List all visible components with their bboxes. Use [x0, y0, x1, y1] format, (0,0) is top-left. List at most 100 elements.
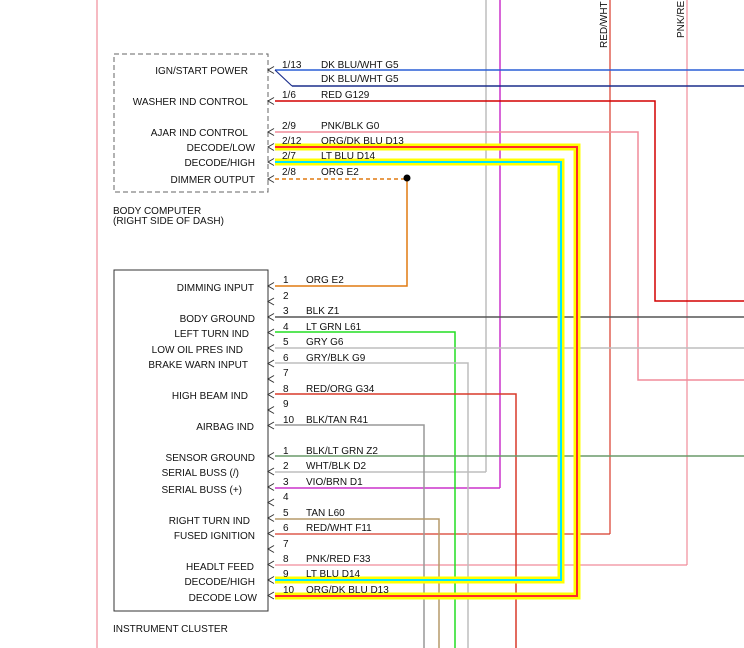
ic-wire-wht-blk-d2: WHT/BLK D2: [306, 461, 366, 472]
ic-wire-red-wht-f11: RED/WHT F11: [306, 523, 372, 534]
connector-pin-symbol: [267, 529, 275, 538]
connector-pin-symbol: [267, 498, 275, 507]
connector-pin-symbol: [267, 175, 275, 183]
ic-pin-1: 1: [283, 275, 289, 286]
ic-label-body-ground: BODY GROUND: [180, 314, 255, 325]
ic-wire-gry-blk-g9: GRY/BLK G9: [306, 353, 366, 364]
connector-pin-symbol: [267, 591, 275, 600]
bc-label-dimmer-output: DIMMER OUTPUT: [171, 175, 255, 186]
ic-pin-6: 6: [283, 353, 289, 364]
connector-pin-symbol: [267, 143, 275, 151]
connector-pin-symbol: [267, 66, 275, 74]
ic-wire-red-org-g34: RED/ORG G34: [306, 384, 375, 395]
ic-label-fused-ignition: FUSED IGNITION: [174, 531, 255, 542]
ic-label-right-turn-ind: RIGHT TURN IND: [169, 516, 250, 527]
instrument-cluster-box: [113, 269, 269, 612]
wire-lt-grn-l61: [275, 331, 456, 648]
connector-pin-symbol: [267, 328, 275, 337]
ic-label-serial-buss-plus: SERIAL BUSS (+): [162, 485, 243, 496]
ic-wire-blk-lt-grn-z2: BLK/LT GRN Z2: [306, 446, 378, 457]
ic-wire-lt-blu-d14: LT BLU D14: [306, 569, 361, 580]
bc-wire-dk-blu-wht-g5-2: DK BLU/WHT G5: [321, 74, 399, 85]
connector-pin-symbol: [267, 514, 275, 522]
ic-wire-blk-tan-r41: BLK/TAN R41: [306, 415, 368, 426]
connector-pin-symbol: [267, 128, 275, 136]
wire-org-e2: [275, 179, 408, 287]
bc-pin-1-6: 1/6: [282, 90, 296, 101]
ic-label-decode-high: DECODE/HIGH: [184, 577, 255, 588]
ic-pin-7: 7: [283, 368, 289, 379]
ic-label-left-turn-ind: LEFT TURN IND: [174, 329, 249, 340]
wire-red-org-g34: [275, 393, 517, 648]
bc-pin-2-9: 2/9: [282, 121, 296, 132]
ic-pin-b5: 5: [283, 508, 289, 519]
bc-label-washer-ind-control: WASHER IND CONTROL: [133, 97, 249, 108]
connector-pin-symbol: [267, 421, 275, 430]
connector-pin-symbol: [267, 390, 275, 399]
body-computer-connectors: [267, 66, 275, 183]
highlighted-data-bus: [275, 143, 581, 600]
ic-wire-gry-g6: GRY G6: [306, 337, 344, 348]
ic-label-brake-warn-input: BRAKE WARN INPUT: [148, 360, 248, 371]
connector-pin-symbol: [267, 576, 275, 584]
ic-pin-5: 5: [283, 337, 289, 348]
connector-pin-symbol: [267, 359, 275, 368]
splice-dot: [403, 174, 411, 182]
ic-pin-4: 4: [283, 322, 289, 333]
connector-pin-symbol: [267, 313, 275, 321]
ic-wire-pnk-red-f33: PNK/RED F33: [306, 554, 371, 565]
connector-pin-symbol: [267, 97, 275, 105]
wire-blk-tan-r41: [275, 424, 425, 648]
bc-pin-1-13: 1/13: [282, 60, 302, 71]
instrument-cluster-caption: INSTRUMENT CLUSTER: [113, 624, 228, 635]
ic-label-serial-buss-minus: SERIAL BUSS (/): [162, 468, 239, 479]
ic-pin-10: 10: [283, 415, 295, 426]
bc-label-decode-low: DECODE/LOW: [187, 143, 256, 154]
ic-label-high-beam-ind: HIGH BEAM IND: [172, 391, 248, 402]
ic-label-headlt-feed: HEADLT FEED: [186, 562, 254, 573]
connector-pin-symbol: [267, 344, 275, 352]
bc-label-ajar-ind-control: AJAR IND CONTROL: [151, 128, 249, 139]
bc-wire-lt-blu-d14: LT BLU D14: [321, 151, 376, 162]
body-computer-caption: BODY COMPUTER: [113, 206, 201, 217]
bc-wire-red-g129: RED G129: [321, 90, 370, 101]
bc-label-decode-high: DECODE/HIGH: [184, 158, 255, 169]
bc-pin-2-8: 2/8: [282, 167, 296, 178]
ic-pin-b10: 10: [283, 585, 295, 596]
ic-pin-b8: 8: [283, 554, 289, 565]
bc-wire-dk-blu-wht-g5: DK BLU/WHT G5: [321, 60, 399, 71]
ic-pin-8: 8: [283, 384, 289, 395]
ic-wire-org-e2: ORG E2: [306, 275, 344, 286]
wire-gry-blk-g9: [275, 362, 469, 648]
bc-pin-2-7: 2/7: [282, 151, 296, 162]
connector-pin-symbol: [267, 483, 275, 491]
ic-label-decode-low: DECODE LOW: [189, 593, 258, 604]
instrument-cluster-connectors: [267, 282, 275, 600]
ic-wire-org-dk-blu-d13: ORG/DK BLU D13: [306, 585, 389, 596]
body-computer-box: [113, 53, 269, 193]
connector-pin-symbol: [267, 297, 275, 306]
bc-wire-pnk-blk-g0: PNK/BLK G0: [321, 121, 380, 132]
ic-pin-b6: 6: [283, 523, 289, 534]
ic-pin-b3: 3: [283, 477, 289, 488]
ic-pin-2: 2: [283, 291, 289, 302]
connector-pin-symbol: [267, 560, 275, 569]
ic-wire-tan-l60: TAN L60: [306, 508, 345, 519]
wire-red-g129: [275, 100, 744, 302]
wire-pnk-blk-g0: [275, 131, 744, 381]
connector-pin-symbol: [267, 467, 275, 476]
ic-label-airbag-ind: AIRBAG IND: [196, 422, 254, 433]
connector-pin-symbol: [267, 545, 275, 553]
ic-pin-b7: 7: [283, 539, 289, 550]
ic-label-sensor-ground: SENSOR GROUND: [166, 453, 255, 464]
connector-pin-symbol: [267, 158, 275, 166]
vertical-label-red-wht: RED/WHT: [599, 1, 610, 48]
wire-tan-l60: [275, 518, 440, 648]
ic-label-low-oil-pres-ind: LOW OIL PRES IND: [152, 345, 243, 356]
connector-pin-symbol: [267, 282, 275, 290]
ic-pin-b4: 4: [283, 492, 289, 503]
bc-wire-org-e2: ORG E2: [321, 167, 359, 178]
bc-pin-2-12: 2/12: [282, 136, 302, 147]
bc-wire-org-dk-blu-d13: ORG/DK BLU D13: [321, 136, 404, 147]
